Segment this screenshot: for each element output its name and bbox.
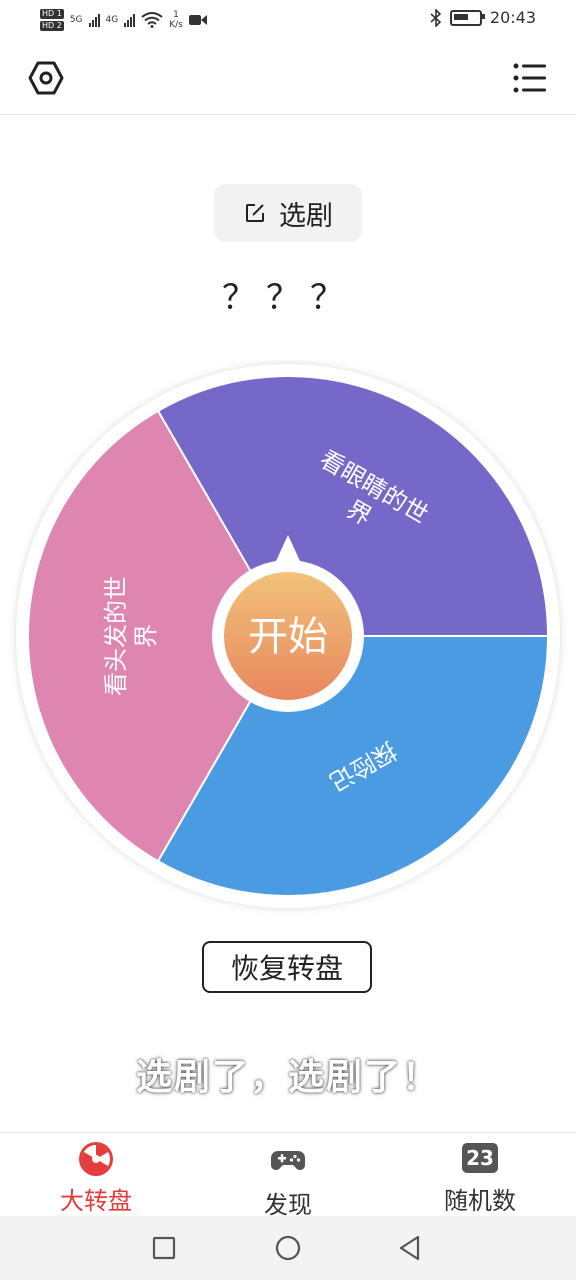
tab-random-number-label: 随机数 — [444, 1187, 516, 1215]
battery-icon — [449, 9, 485, 26]
circle-icon[interactable] — [270, 1230, 306, 1266]
status-bar: HD 1 HD 2 5G 4G 1 K/s 20:43 — [0, 0, 576, 40]
system-nav-bar — [0, 1216, 576, 1280]
wheel-pointer-icon — [276, 535, 300, 561]
status-left: HD 1 HD 2 5G 4G 1 K/s — [40, 4, 207, 36]
net-speed-unit: K/s — [169, 20, 183, 30]
wheel-icon — [79, 1142, 113, 1176]
start-button[interactable]: 开始 — [224, 572, 352, 700]
sim2-label: HD 2 — [40, 21, 64, 31]
net-speed: 1 K/s — [169, 10, 183, 30]
top-bar — [0, 40, 576, 115]
tab-wheel-label: 大转盘 — [60, 1187, 132, 1215]
tab-discover[interactable]: 发现 — [192, 1133, 384, 1219]
tab-wheel[interactable]: 大转盘 — [0, 1133, 192, 1217]
triangle-back-icon[interactable] — [392, 1230, 428, 1266]
menu-button[interactable] — [512, 60, 548, 96]
result-text: ？？？ — [222, 278, 354, 318]
edit-square-icon — [246, 204, 264, 222]
settings-button[interactable] — [28, 60, 64, 96]
start-button-label: 开始 — [248, 614, 328, 660]
wheel-segment — [27, 409, 290, 863]
wheel-segments — [27, 375, 550, 897]
restore-wheel-button[interactable]: 恢复转盘 — [202, 941, 372, 993]
clock: 20:43 — [489, 8, 536, 27]
video-icon — [188, 15, 207, 25]
list-menu-icon — [513, 63, 546, 93]
net-type-4g: 4G — [105, 15, 119, 25]
sim-indicators: HD 1 HD 2 — [40, 9, 64, 31]
bluetooth-icon — [430, 8, 442, 27]
wheel-segment-label-line2: 界 — [132, 624, 160, 648]
start-button-disc[interactable] — [224, 572, 352, 700]
net-type-5g: 5G — [69, 15, 83, 25]
number-badge-icon: 23 — [462, 1143, 498, 1173]
wheel-segment-label: 看头发的世界 — [102, 576, 160, 696]
wifi-icon — [141, 12, 163, 28]
square-icon[interactable] — [146, 1230, 182, 1266]
net-speed-value: 1 — [173, 10, 179, 20]
tab-bar: 大转盘 发现 23 随机数 — [0, 1132, 576, 1219]
signal-icon — [88, 13, 100, 27]
select-show-button[interactable]: 选剧 — [214, 184, 362, 242]
gamepad-icon — [271, 1151, 305, 1170]
status-right: 20:43 — [430, 8, 536, 27]
select-show-label: 选剧 — [279, 200, 333, 232]
tab-discover-label: 发现 — [264, 1191, 312, 1219]
sim1-label: HD 1 — [40, 9, 64, 19]
signal-icon-2 — [124, 13, 136, 27]
tab-random-number[interactable]: 23 随机数 — [384, 1133, 576, 1217]
toast-message: 选剧了，选剧了！ — [135, 1057, 440, 1098]
settings-hexagon-icon — [28, 61, 64, 95]
restore-wheel-label: 恢复转盘 — [230, 952, 343, 985]
wheel-segment-label-line1: 看头发的世 — [102, 576, 130, 696]
